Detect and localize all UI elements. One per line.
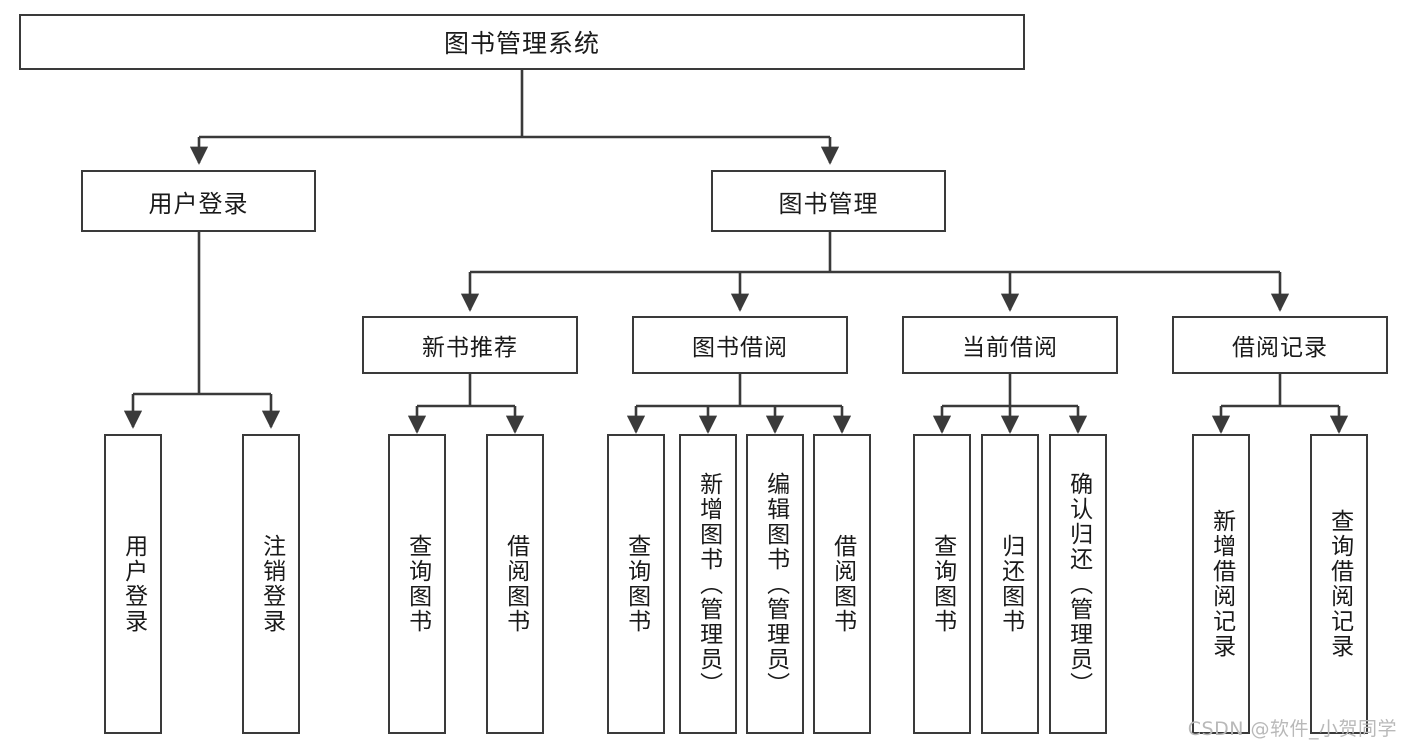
leaf-borrow-record-add[interactable]: 新增借阅记录: [1192, 434, 1250, 734]
leaf-borrow-record-query[interactable]: 查询借阅记录: [1310, 434, 1368, 734]
leaf-current-borrow-return-label: 归还图书: [997, 534, 1024, 634]
leaf-book-borrow-borrow[interactable]: 借阅图书: [813, 434, 871, 734]
leaf-current-borrow-query-label: 查询图书: [929, 534, 956, 634]
leaf-user-login-signout-label: 注销登录: [258, 534, 285, 634]
leaf-user-login-signin[interactable]: 用户登录: [104, 434, 162, 734]
node-book-borrow-label: 图书借阅: [692, 335, 788, 361]
leaf-new-book-query[interactable]: 查询图书: [388, 434, 446, 734]
leaf-book-borrow-query[interactable]: 查询图书: [607, 434, 665, 734]
leaf-current-borrow-return[interactable]: 归还图书: [981, 434, 1039, 734]
node-book-management[interactable]: 图书管理: [711, 170, 946, 232]
leaf-current-borrow-confirm-label: 确认归还（管理员）: [1065, 471, 1092, 697]
leaf-new-book-borrow[interactable]: 借阅图书: [486, 434, 544, 734]
node-book-borrow[interactable]: 图书借阅: [632, 316, 848, 374]
leaf-current-borrow-query[interactable]: 查询图书: [913, 434, 971, 734]
node-user-login[interactable]: 用户登录: [81, 170, 316, 232]
node-current-borrow-label: 当前借阅: [962, 335, 1058, 361]
node-new-book-recommend[interactable]: 新书推荐: [362, 316, 578, 374]
node-borrow-record-label: 借阅记录: [1232, 335, 1328, 361]
node-book-management-label: 图书管理: [778, 189, 879, 218]
leaf-user-login-signin-label: 用户登录: [120, 534, 147, 634]
leaf-book-borrow-add[interactable]: 新增图书（管理员）: [679, 434, 737, 734]
leaf-borrow-record-query-label: 查询借阅记录: [1326, 509, 1353, 659]
leaf-user-login-signout[interactable]: 注销登录: [242, 434, 300, 734]
leaf-book-borrow-borrow-label: 借阅图书: [829, 534, 856, 634]
leaf-book-borrow-add-label: 新增图书（管理员）: [695, 471, 722, 697]
node-new-book-recommend-label: 新书推荐: [422, 335, 518, 361]
node-user-login-label: 用户登录: [148, 189, 249, 218]
leaf-book-borrow-edit-label: 编辑图书（管理员）: [762, 471, 789, 697]
leaf-new-book-borrow-label: 借阅图书: [502, 534, 529, 634]
node-root[interactable]: 图书管理系统: [19, 14, 1025, 70]
leaf-book-borrow-query-label: 查询图书: [623, 534, 650, 634]
leaf-current-borrow-confirm[interactable]: 确认归还（管理员）: [1049, 434, 1107, 734]
node-current-borrow[interactable]: 当前借阅: [902, 316, 1118, 374]
leaf-new-book-query-label: 查询图书: [404, 534, 431, 634]
leaf-book-borrow-edit[interactable]: 编辑图书（管理员）: [746, 434, 804, 734]
leaf-borrow-record-add-label: 新增借阅记录: [1208, 509, 1235, 659]
node-borrow-record[interactable]: 借阅记录: [1172, 316, 1388, 374]
node-root-label: 图书管理系统: [443, 29, 600, 58]
